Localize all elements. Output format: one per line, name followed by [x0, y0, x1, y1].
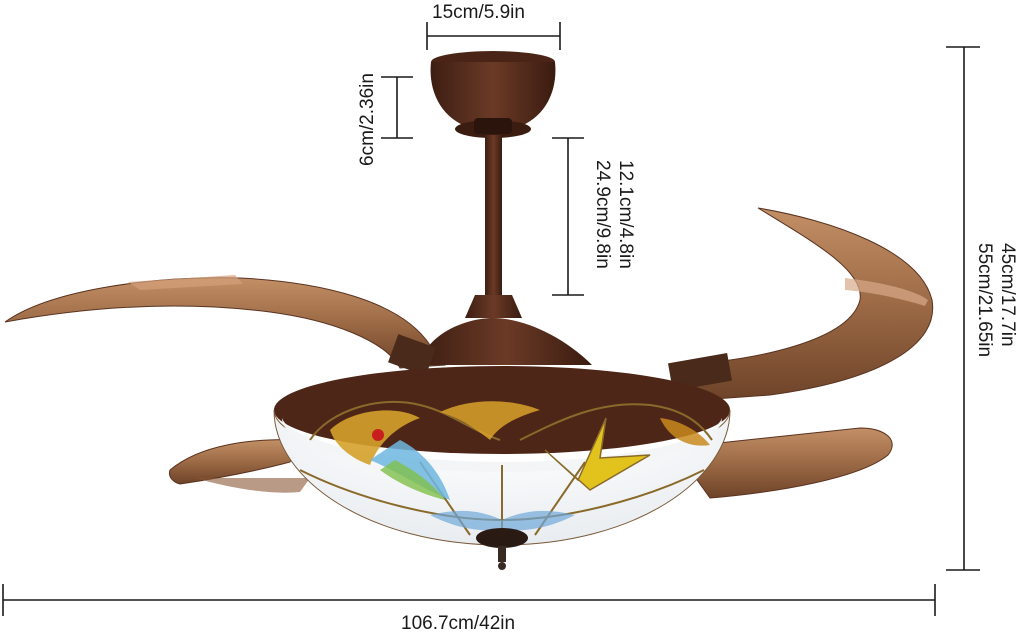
height-short-label: 45cm/17.7in	[997, 243, 1018, 347]
downrod-long-label: 24.9cm/9.8in	[592, 160, 613, 269]
fan-blades	[4, 207, 934, 499]
canopy-height-label: 6cm/2.36in	[357, 73, 378, 166]
fan-motor-housing	[388, 318, 732, 391]
fan-downrod	[465, 135, 522, 318]
diameter-label: 106.7cm/42in	[401, 613, 516, 634]
light-bowl	[273, 366, 731, 570]
fan-canopy	[430, 51, 556, 138]
canopy-width-label: 15cm/5.9in	[432, 2, 525, 23]
dimension-lines	[2, 22, 980, 616]
height-long-label: 55cm/21.65in	[974, 243, 995, 358]
downrod-short-label: 12.1cm/4.8in	[615, 160, 636, 269]
